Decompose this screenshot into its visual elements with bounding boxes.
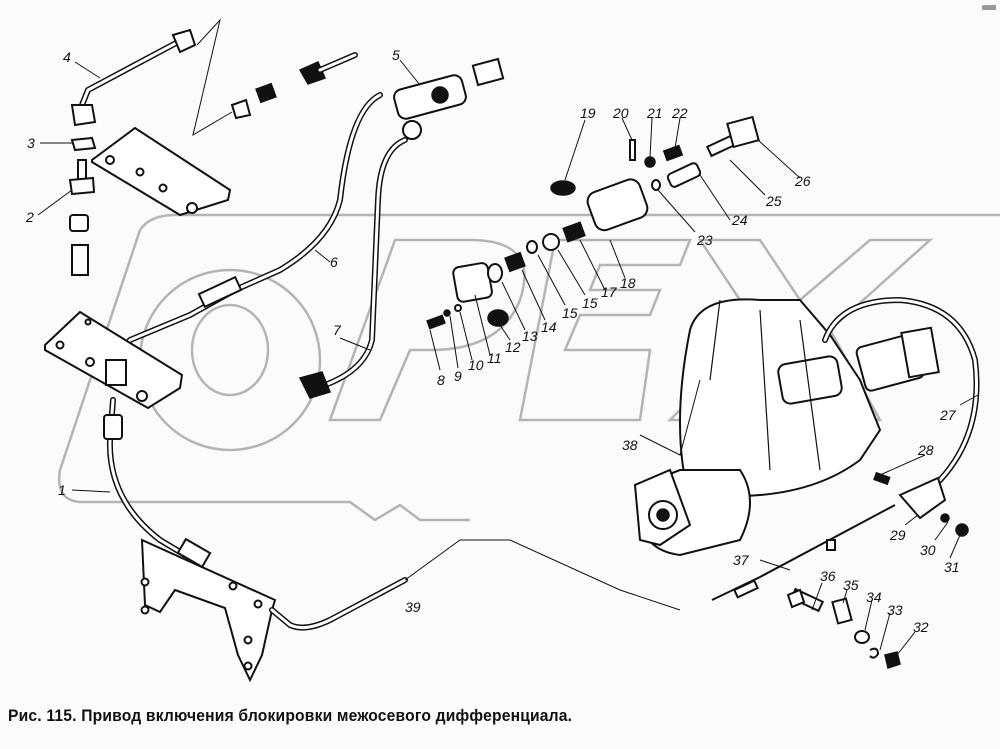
- callout-19: 19: [580, 105, 596, 121]
- callout-35: 35: [843, 577, 859, 593]
- callout-27: 27: [939, 407, 957, 423]
- callout-37: 37: [733, 552, 750, 568]
- callout-18: 18: [620, 275, 636, 291]
- figure-caption: Рис. 115. Привод включения блокировки ме…: [8, 706, 573, 725]
- callout-22: 22: [671, 105, 688, 121]
- callout-23: 23: [696, 232, 713, 248]
- bracket-29: [873, 471, 969, 537]
- pipe-39: [269, 577, 408, 631]
- callout-31: 31: [944, 559, 960, 575]
- fitting-2: [68, 159, 96, 196]
- hose-27: [822, 297, 980, 498]
- bracket-upper: [91, 126, 232, 217]
- callout-32: 32: [913, 619, 929, 635]
- callout-5: 5: [392, 47, 400, 63]
- nut-3: [70, 136, 97, 152]
- callout-8: 8: [437, 372, 445, 388]
- hose-end-fitting: [69, 214, 89, 276]
- pipe-4: [70, 28, 197, 127]
- callout-4: 4: [63, 49, 71, 65]
- callout-21: 21: [646, 105, 663, 121]
- valve-5: [393, 57, 505, 140]
- cable-37: [711, 504, 896, 601]
- callout-34: 34: [866, 589, 882, 605]
- callout-20: 20: [612, 105, 629, 121]
- transfer-case: [633, 298, 940, 557]
- callout-33: 33: [887, 602, 903, 618]
- callout-13: 13: [522, 328, 538, 344]
- leader-lines: [37, 59, 979, 656]
- callout-39: 39: [405, 599, 421, 615]
- callout-15a: 15: [562, 305, 578, 321]
- pipe-6: [112, 92, 383, 363]
- pipe-7: [298, 137, 408, 399]
- callout-3: 3: [27, 135, 35, 151]
- hose-1: [103, 397, 188, 558]
- fittings-group: [230, 52, 358, 120]
- watermark-letter-e: [518, 238, 692, 422]
- callout-11: 11: [487, 350, 502, 366]
- callout-2: 2: [25, 209, 34, 225]
- callout-28: 28: [917, 442, 934, 458]
- fasteners-32-36: [786, 587, 901, 669]
- callout-24: 24: [731, 212, 748, 228]
- small-parts: [426, 115, 760, 330]
- callout-7: 7: [333, 322, 342, 338]
- callout-17: 17: [601, 284, 618, 300]
- callout-12: 12: [505, 339, 521, 355]
- callout-30: 30: [920, 542, 936, 558]
- callout-10: 10: [468, 357, 484, 373]
- callout-6: 6: [330, 254, 338, 270]
- callout-29: 29: [889, 527, 906, 543]
- exploded-group-leader: [192, 18, 233, 137]
- watermark-letter-o-inner: [190, 303, 270, 397]
- callout-25: 25: [765, 193, 782, 209]
- corner-mark: [982, 5, 996, 10]
- bracket-lower: [44, 310, 184, 410]
- callout-36: 36: [820, 568, 836, 584]
- callout-26: 26: [794, 173, 811, 189]
- callout-14: 14: [541, 319, 557, 335]
- watermark-frame-bottom: [57, 469, 470, 522]
- callout-15b: 15: [582, 295, 598, 311]
- watermark-letter-o: [138, 268, 322, 452]
- callout-9: 9: [454, 368, 462, 384]
- bracket-bottom: [140, 537, 277, 683]
- exploded-leader-39: [404, 539, 681, 611]
- watermark-letter-p: [328, 238, 526, 422]
- callout-labels: 1 2 3 4 5 6 7 8 9 10 11 12 13 14 15 15 1…: [25, 47, 960, 635]
- callout-1: 1: [58, 482, 66, 498]
- watermark-frame-top: [58, 213, 1000, 471]
- watermark-logo: [57, 213, 1000, 522]
- callout-38: 38: [622, 437, 638, 453]
